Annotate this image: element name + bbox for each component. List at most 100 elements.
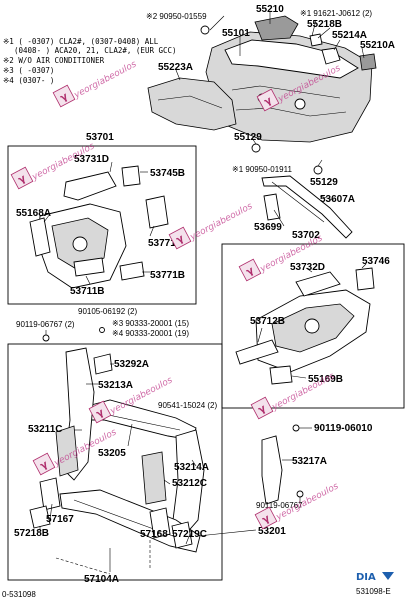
part-57218B [29,505,51,529]
radiator-support-group: 53292A 53213A 90541-15024 (2) 53211C 532… [7,343,257,585]
label-90950-01559: ※2 90950-01559 [146,12,207,21]
dash-panel-group: ※2 90950-01559 55210 ※1 91621-J0612 (2) … [146,4,395,239]
part-55168A [29,217,51,257]
svg-text:γ: γ [59,91,70,104]
part-53732D [295,271,341,297]
label-57168: 57168 [140,529,168,540]
watermark-logo-icon: γ [256,88,280,112]
watermark-text: yeorgiabeoulos [188,201,255,243]
radiator-support-frame [7,343,223,581]
watermark-logo-icon: γ [10,166,34,190]
label-53205: 53205 [98,448,126,459]
label-53217A: 53217A [292,456,327,467]
part-53217A [261,435,283,505]
part-53712B [235,339,279,365]
watermark-text: yeorgiabeoulos [72,59,139,101]
part-53292A [93,353,113,375]
label-53746: 53746 [362,256,390,267]
hood-support-part [261,175,353,239]
label-57218B: 57218B [14,528,49,539]
label-53712B: 53712B [250,316,285,327]
label-55210: 55210 [256,4,284,15]
label-53732D: 53732D [290,262,325,273]
brand-logo-icon [382,572,394,580]
grommet-part [313,165,323,175]
cowl-cover-part [254,15,299,41]
bolt-icon [42,334,50,342]
part-57167 [39,477,61,511]
part-53212C [141,451,167,505]
brand-logo: DIA [356,572,376,583]
label-57104A: 57104A [84,574,119,585]
label-55210A: 55210A [360,40,395,51]
apron-hole [304,318,320,334]
part-53211C [55,425,79,477]
cover-part [359,53,377,71]
label-53731D: 53731D [74,154,109,165]
part-53771B-b [119,261,145,281]
plug-part [200,25,210,35]
label-90105: 90105-06192 (2) [78,307,137,316]
label-55129-b: 55129 [310,177,338,188]
label-53213A: 53213A [98,380,133,391]
label-90333-a: ※3 90333-20001 (15) [112,319,189,328]
label-53745B: 53745B [150,168,185,179]
apron-hole [72,236,88,252]
part-53745B [121,165,141,187]
label-53212C: 53212C [172,478,207,489]
svg-text:γ: γ [39,459,50,472]
svg-text:γ: γ [257,403,268,416]
label-57219C: 57219C [172,529,207,540]
label-53699: 53699 [254,222,282,233]
label-55223A: 55223A [158,62,193,73]
part-53711B [73,257,105,277]
watermark-logo-icon: γ [254,506,278,530]
left-apron-group: 53701 53731D 53745B 55168A 53771B 53771B… [7,132,197,305]
label-90333-b: ※4 90333-20001 (19) [112,329,189,338]
grommet-part [251,143,261,153]
svg-text:γ: γ [263,95,274,108]
right-apron-frame [221,243,405,409]
footer: 0-531098 DIA 531098-E [2,572,394,599]
part-53731D [63,171,117,201]
label-90119-06767-a: 90119-06767 (2) [16,320,75,329]
svg-text:γ: γ [261,513,272,526]
watermark-logo-icon: γ [238,258,262,282]
label-53702: 53702 [292,230,320,241]
note-4: ※3 ( -0307) [3,66,54,75]
part-55169B [269,365,293,385]
label-55169B: 55169B [308,374,343,385]
fastener-notes: 90105-06192 (2) 90119-06767 (2) ※3 90333… [16,307,189,342]
part-53771B-a [145,195,169,229]
svg-text:γ: γ [175,233,186,246]
label-55129-a: 55129 [234,132,262,143]
part-57168 [149,507,171,539]
insulator-part [147,77,237,131]
right-apron-group: 53702 53732D 53746 53712B 55169B [221,230,405,409]
label-53214A: 53214A [174,462,209,473]
label-55168A: 55168A [16,208,51,219]
label-53771B-a: 53771B [148,238,183,249]
footer-diagram-code: 531098-E [356,587,391,596]
watermark-logo-icon: γ [168,226,192,250]
part-53746 [355,267,375,291]
bolt-icon [292,424,300,432]
label-53771B-b: 53771B [150,270,185,281]
notes-block: ※1 ( -0307) CLA2#, (0307-0408) ALL (0408… [3,37,177,85]
footer-diagram-number: 0-531098 [2,590,36,599]
label-53701: 53701 [86,132,114,143]
svg-text:γ: γ [245,265,256,278]
bracket-part [321,47,341,65]
label-90541: 90541-15024 (2) [158,401,217,410]
bolt-icon [99,327,105,333]
part-53214A [171,429,205,537]
label-53201: 53201 [258,526,286,537]
label-91621: ※1 91621-J0612 (2) [300,9,372,18]
label-53711B: 53711B [70,286,104,297]
label-90119-06767-b: 90119-06767 [256,501,303,510]
dash-panel-upper [224,39,359,79]
watermark-logo-icon: γ [250,396,274,420]
label-53211C: 53211C [28,424,62,435]
svg-text:γ: γ [17,173,28,186]
